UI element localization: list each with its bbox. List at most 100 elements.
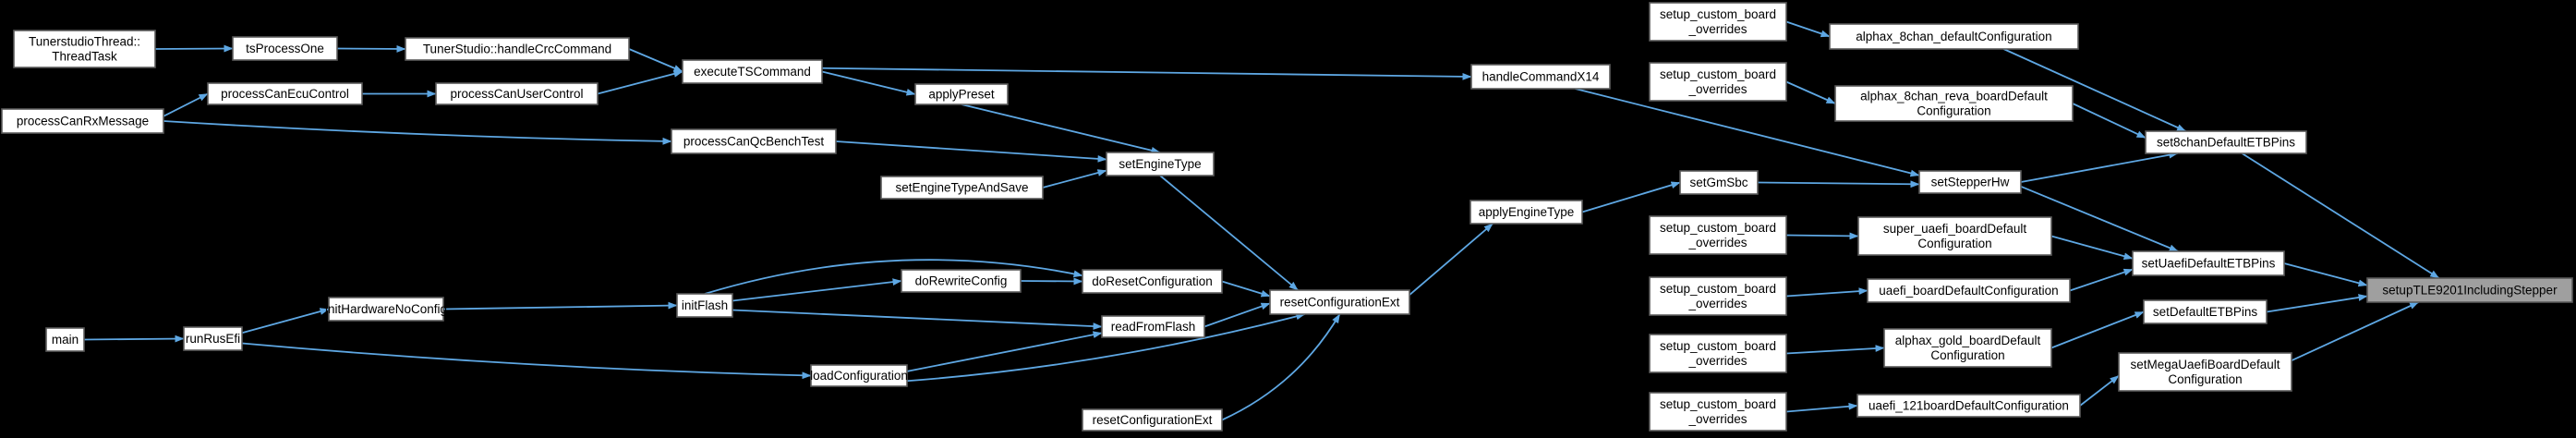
- node-box-setuaefietb[interactable]: [2132, 250, 2285, 276]
- node-doresetconfig[interactable]: doResetConfiguration: [1082, 269, 1223, 294]
- node-label-alphax8chan: alphax_8chan_defaultConfiguration: [1856, 30, 2051, 43]
- node-label-runrusefi: runRusEfi: [186, 332, 240, 346]
- node-setup6[interactable]: setup_custom_board_overrides: [1649, 392, 1787, 432]
- node-box-main[interactable]: [45, 327, 85, 352]
- node-runrusefi[interactable]: runRusEfi: [183, 326, 243, 351]
- node-box-resetlower[interactable]: [1082, 408, 1223, 432]
- node-setup3[interactable]: setup_custom_board_overrides: [1649, 215, 1787, 255]
- node-handlecommandx14[interactable]: handleCommandX14: [1470, 64, 1611, 90]
- node-box-set8chan[interactable]: [2145, 130, 2307, 154]
- node-box-resethub[interactable]: [1269, 289, 1410, 315]
- edges-layer: [83, 20, 2440, 421]
- node-box-readfromflash[interactable]: [1101, 315, 1205, 338]
- node-alphax8chan[interactable]: alphax_8chan_defaultConfiguration: [1829, 23, 2079, 50]
- node-box-uaefiboard[interactable]: [1867, 278, 2071, 303]
- node-executets[interactable]: executeTSCommand: [682, 59, 823, 84]
- node-processcanecu[interactable]: processCanEcuControl: [207, 82, 363, 105]
- node-setgmsbc[interactable]: setGmSbc: [1679, 170, 1759, 195]
- node-label-setuaefietb: setUaefiDefaultETBPins: [2142, 257, 2276, 271]
- edge-executets-handlecommandx14: [821, 67, 1472, 80]
- node-box-setup6[interactable]: [1649, 392, 1787, 432]
- node-box-applypreset[interactable]: [914, 83, 1009, 105]
- node-uaefi121[interactable]: uaefi_121boardDefaultConfiguration: [1856, 394, 2081, 418]
- node-box-doresetconfig[interactable]: [1082, 269, 1223, 294]
- node-box-processcanqcbench[interactable]: [671, 128, 837, 154]
- node-box-processcanrx[interactable]: [1, 108, 164, 134]
- node-label-resetlower: resetConfigurationExt: [1093, 413, 1213, 427]
- node-box-dorewriteconfig[interactable]: [901, 269, 1022, 293]
- node-processcanrx[interactable]: processCanRxMessage: [1, 108, 164, 134]
- node-initflash[interactable]: initFlash: [676, 293, 733, 318]
- node-setup1[interactable]: setup_custom_board_overrides: [1649, 2, 1787, 42]
- node-box-setup4[interactable]: [1649, 276, 1787, 316]
- node-box-setdefaultetb[interactable]: [2143, 299, 2268, 324]
- node-setenginetypeandsave[interactable]: setEngineTypeAndSave: [880, 176, 1044, 200]
- node-resethub[interactable]: resetConfigurationExt: [1269, 289, 1410, 315]
- node-box-loadconfig[interactable]: [810, 364, 908, 387]
- edge-setstepperhw-setuaefietb: [2020, 185, 2179, 252]
- node-dorewriteconfig[interactable]: doRewriteConfig: [901, 269, 1022, 293]
- node-box-handlecrc[interactable]: [405, 37, 630, 61]
- node-box-setup1[interactable]: [1649, 2, 1787, 42]
- node-label-loadconfig: loadConfiguration: [810, 369, 908, 383]
- node-processcanqcbench[interactable]: processCanQcBenchTest: [671, 128, 837, 154]
- node-box-inithardware[interactable]: [328, 297, 444, 322]
- node-box-setup3[interactable]: [1649, 215, 1787, 255]
- node-setuptle[interactable]: setupTLE9201IncludingStepper: [2366, 277, 2573, 303]
- node-box-setstepperhw[interactable]: [1918, 170, 2022, 194]
- node-processcanuser[interactable]: processCanUserControl: [435, 82, 599, 105]
- node-setuaefietb[interactable]: setUaefiDefaultETBPins: [2132, 250, 2285, 276]
- node-box-setgmsbc[interactable]: [1679, 170, 1759, 195]
- node-loadconfig[interactable]: loadConfiguration: [810, 364, 908, 387]
- node-box-processcanuser[interactable]: [435, 82, 599, 105]
- node-resetlower[interactable]: resetConfigurationExt: [1082, 408, 1223, 432]
- node-box-runrusefi[interactable]: [183, 326, 243, 351]
- node-box-handlecommandx14[interactable]: [1470, 64, 1611, 90]
- node-label-uaefi121: uaefi_121boardDefaultConfiguration: [1869, 399, 2069, 413]
- node-box-superuaefi[interactable]: [1857, 216, 2052, 256]
- node-box-setuptle[interactable]: [2366, 277, 2573, 303]
- node-box-alphaxgold[interactable]: [1883, 328, 2052, 368]
- node-main[interactable]: main: [45, 327, 85, 352]
- edge-setuaefietb-setuptle: [2283, 262, 2368, 287]
- node-box-alphax8chan[interactable]: [1829, 23, 2079, 50]
- node-setup4[interactable]: setup_custom_board_overrides: [1649, 276, 1787, 316]
- node-set8chan[interactable]: set8chanDefaultETBPins: [2145, 130, 2307, 154]
- edge-initflash-doresetconfig: [704, 259, 1083, 295]
- node-applypreset[interactable]: applyPreset: [914, 83, 1009, 105]
- node-box-setup2[interactable]: [1649, 62, 1787, 102]
- node-tsprocessone[interactable]: tsProcessOne: [232, 36, 338, 61]
- node-box-applyenginetype[interactable]: [1469, 200, 1583, 225]
- node-inithardware[interactable]: initHardwareNoConfig: [325, 297, 447, 322]
- node-applyenginetype[interactable]: applyEngineType: [1469, 200, 1583, 225]
- node-box-setmega[interactable]: [2118, 352, 2292, 392]
- node-box-uaefi121[interactable]: [1856, 394, 2081, 418]
- node-box-executets[interactable]: [682, 59, 823, 84]
- node-setstepperhw[interactable]: setStepperHw: [1918, 170, 2022, 194]
- node-box-initflash[interactable]: [676, 293, 733, 318]
- node-box-alphax8chanreva[interactable]: [1834, 85, 2074, 122]
- node-uaefiboard[interactable]: uaefi_boardDefaultConfiguration: [1867, 278, 2071, 303]
- node-threadtask[interactable]: TunerstudioThread::ThreadTask: [13, 30, 156, 68]
- node-handlecrc[interactable]: TunerStudio::handleCrcCommand: [405, 37, 630, 61]
- node-setup5[interactable]: setup_custom_board_overrides: [1649, 334, 1787, 373]
- node-box-tsprocessone[interactable]: [232, 36, 338, 61]
- node-readfromflash[interactable]: readFromFlash: [1101, 315, 1205, 338]
- node-setup2[interactable]: setup_custom_board_overrides: [1649, 62, 1787, 102]
- node-label-setdefaultetb: setDefaultETBPins: [2153, 305, 2258, 319]
- node-box-setup5[interactable]: [1649, 334, 1787, 373]
- node-label-applyenginetype: applyEngineType: [1479, 205, 1575, 219]
- node-box-threadtask[interactable]: [13, 30, 156, 68]
- node-setenginetype[interactable]: setEngineType: [1106, 152, 1215, 176]
- node-box-setenginetype[interactable]: [1106, 152, 1215, 176]
- node-box-setenginetypeandsave[interactable]: [880, 176, 1044, 200]
- node-box-processcanecu[interactable]: [207, 82, 363, 105]
- node-setdefaultetb[interactable]: setDefaultETBPins: [2143, 299, 2268, 324]
